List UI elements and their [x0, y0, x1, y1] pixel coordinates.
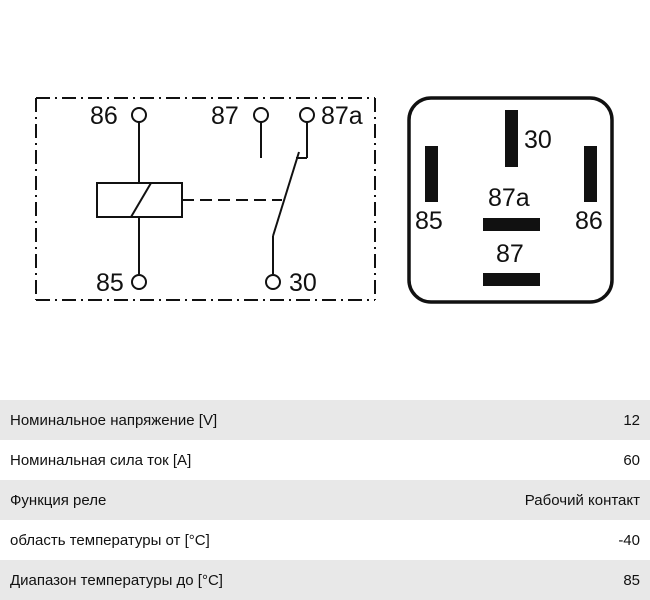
terminal-85-circle — [131, 274, 147, 290]
terminal-85-label: 85 — [96, 269, 124, 297]
spec-label: Номинальное напряжение [V] — [10, 411, 218, 429]
terminal-87-label: 87 — [211, 102, 239, 130]
pin-85-label: 85 — [415, 207, 443, 235]
pin-87a-label: 87a — [488, 184, 530, 212]
spec-value: -40 — [618, 531, 640, 549]
relay-coil — [96, 122, 183, 274]
pin-86-label: 86 — [575, 207, 603, 235]
terminal-87a-circle — [299, 107, 315, 123]
pinout-pins — [425, 110, 597, 286]
pin-30-label: 30 — [524, 126, 552, 154]
schematic-frame — [35, 97, 376, 301]
table-row: Номинальная сила ток [A] 60 — [0, 440, 650, 480]
terminal-87-circle — [253, 107, 269, 123]
spec-label: Диапазон температуры до [°C] — [10, 571, 223, 589]
spec-label: Функция реле — [10, 491, 107, 509]
terminal-87a-label: 87a — [321, 102, 363, 130]
terminal-86-circle — [131, 107, 147, 123]
spec-value: 60 — [623, 451, 640, 469]
table-row: Номинальное напряжение [V] 12 — [0, 400, 650, 440]
pin-86 — [584, 146, 597, 202]
terminal-30-label: 30 — [289, 269, 317, 297]
terminal-30-circle — [265, 274, 281, 290]
spec-value: 85 — [623, 571, 640, 589]
pin-87-label: 87 — [496, 240, 524, 268]
pin-87a — [483, 218, 540, 231]
table-row: область температуры от [°C] -40 — [0, 520, 650, 560]
pinout-frame — [407, 96, 614, 304]
table-row: Диапазон температуры до [°C] 85 — [0, 560, 650, 600]
spec-value: Рабочий контакт — [524, 491, 640, 509]
spec-label: область температуры от [°C] — [10, 531, 210, 549]
table-row: Функция реле Рабочий контакт — [0, 480, 650, 520]
spec-label: Номинальная сила ток [A] — [10, 451, 192, 469]
relay-switch — [260, 122, 308, 274]
spec-value: 12 — [623, 411, 640, 429]
terminal-86-label: 86 — [90, 102, 118, 130]
pin-85 — [425, 146, 438, 202]
relay-diagram: 86 87 87a 85 30 30 87a 85 86 87 — [35, 96, 614, 304]
pin-87 — [483, 273, 540, 286]
spec-table: Номинальное напряжение [V] 12 Номинальна… — [0, 400, 650, 600]
pin-30 — [505, 110, 518, 167]
